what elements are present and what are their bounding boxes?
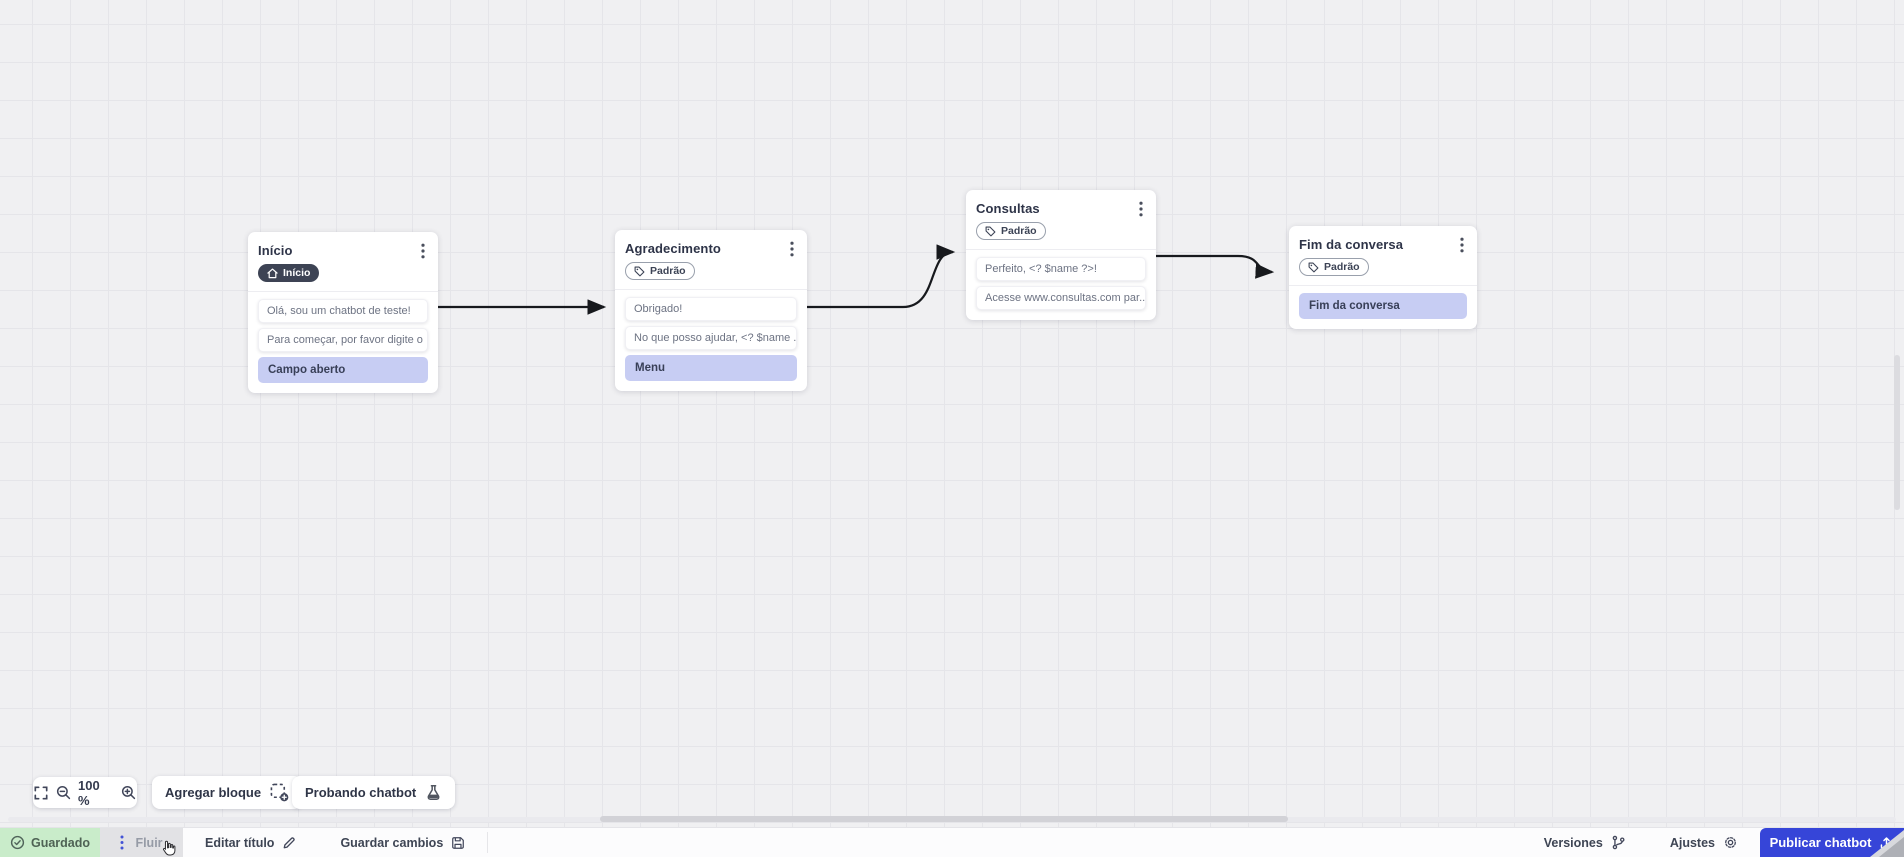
node-divider <box>615 288 807 290</box>
statusbar-spacer <box>488 828 1521 857</box>
message-row[interactable]: Obrigado! <box>625 296 797 321</box>
kebab-menu-icon[interactable] <box>1457 235 1467 253</box>
message-row[interactable]: Para começar, por favor digite o ... <box>258 327 428 352</box>
flow-node-inicio[interactable]: Início Início Olá, sou um chatbot de tes… <box>248 232 438 393</box>
node-title: Início <box>258 243 293 258</box>
zoom-level-value: 100 % <box>78 777 100 808</box>
node-title: Fim da conversa <box>1299 237 1404 252</box>
kebab-menu-icon[interactable] <box>418 241 428 259</box>
node-type-badge: Início <box>258 264 320 282</box>
message-row-highlighted[interactable]: Campo aberto <box>258 356 428 383</box>
flow-node-consultas[interactable]: Consultas Padrão Perfeito, <? $name ?>! … <box>966 190 1156 320</box>
badge-label: Padrão <box>1001 225 1037 237</box>
settings-button[interactable]: Ajustes <box>1648 828 1760 857</box>
message-row[interactable]: Perfeito, <? $name ?>! <box>976 256 1146 281</box>
drag-dots-icon[interactable] <box>120 835 124 850</box>
edit-title-button[interactable]: Editar título <box>183 828 318 857</box>
versions-label: Versiones <box>1543 835 1603 850</box>
badge-label: Padrão <box>1324 261 1360 273</box>
message-row[interactable]: Acesse www.consultas.com par... <box>976 285 1146 310</box>
horizontal-scrollbar-thumb[interactable] <box>600 816 1288 822</box>
tag-icon <box>1308 262 1319 273</box>
versions-button[interactable]: Versiones <box>1522 828 1648 857</box>
tag-icon <box>634 266 645 277</box>
saved-status-badge: Guardado <box>0 828 100 857</box>
pencil-icon <box>282 836 296 850</box>
zoom-in-button[interactable] <box>120 784 137 801</box>
node-header: Fim da conversa <box>1299 235 1467 253</box>
node-type-badge: Padrão <box>625 262 695 280</box>
window-resize-corner <box>1879 837 1904 857</box>
save-changes-button[interactable]: Guardar cambios <box>318 828 487 857</box>
message-row[interactable]: No que posso ajudar, <? $name ... <box>625 325 797 350</box>
message-row-highlighted[interactable]: Fim da conversa <box>1299 292 1467 319</box>
node-divider <box>1289 284 1477 286</box>
saved-status-label: Guardado <box>30 835 91 850</box>
zoom-controls: 100 % <box>33 777 137 808</box>
kebab-menu-icon[interactable] <box>787 239 797 257</box>
git-branch-icon <box>1611 835 1626 850</box>
node-header: Consultas <box>976 199 1146 217</box>
settings-label: Ajustes <box>1669 835 1715 850</box>
add-block-icon <box>270 783 289 802</box>
flow-node-agradecimento[interactable]: Agradecimento Padrão Obrigado! No que po… <box>615 230 807 391</box>
node-header: Início <box>258 241 428 259</box>
node-divider <box>966 248 1156 250</box>
flask-icon <box>425 784 442 801</box>
message-row[interactable]: Olá, sou um chatbot de teste! <box>258 298 428 323</box>
home-icon <box>267 268 278 279</box>
edit-title-label: Editar título <box>205 835 275 850</box>
hand-cursor-icon <box>160 840 177 857</box>
zoom-out-button[interactable] <box>55 784 72 801</box>
message-row-highlighted[interactable]: Menu <box>625 354 797 381</box>
node-title: Consultas <box>976 201 1040 216</box>
badge-label: Início <box>283 267 311 279</box>
connection-consultas-fim <box>1156 254 1275 279</box>
statusbar-divider <box>487 832 489 853</box>
node-header: Agradecimento <box>625 239 797 257</box>
fullscreen-button[interactable] <box>33 785 49 801</box>
flow-node-fim-da-conversa[interactable]: Fim da conversa Padrão Fim da conversa <box>1289 226 1477 329</box>
add-block-button[interactable]: Agregar bloque <box>152 776 303 809</box>
node-divider <box>248 290 438 292</box>
test-chatbot-button[interactable]: Probando chatbot <box>292 776 456 809</box>
tag-icon <box>985 226 996 237</box>
node-type-badge: Padrão <box>976 222 1046 240</box>
flow-tab-label: Fluir <box>135 835 163 850</box>
check-circle-icon <box>10 835 25 850</box>
kebab-menu-icon[interactable] <box>1136 199 1146 217</box>
connection-agradecimento-consultas <box>807 244 956 309</box>
node-title: Agradecimento <box>625 241 721 256</box>
vertical-scrollbar-thumb[interactable] <box>1894 355 1900 510</box>
status-bar: Guardado Fluir Editar título Guardar cam… <box>0 827 1904 857</box>
save-changes-label: Guardar cambios <box>340 835 444 850</box>
test-chatbot-label: Probando chatbot <box>305 785 417 800</box>
node-type-badge: Padrão <box>1299 258 1369 276</box>
floppy-icon <box>451 836 465 850</box>
publish-label: Publicar chatbot <box>1769 835 1872 850</box>
add-block-label: Agregar bloque <box>165 785 262 800</box>
badge-label: Padrão <box>650 265 686 277</box>
gear-icon <box>1723 835 1738 850</box>
